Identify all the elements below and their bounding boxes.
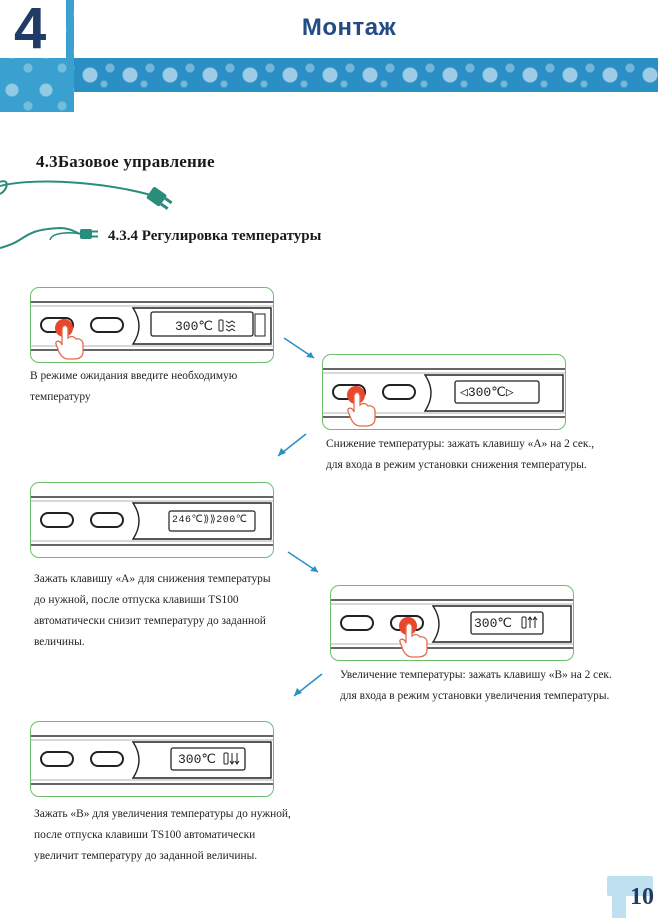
step-2-note: Снижение температуры: зажать клавишу «А»… — [326, 438, 595, 471]
arrow-down-left-icon — [277, 433, 307, 457]
finger-press-icon — [55, 319, 84, 360]
lcd-temperature: 246℃⟫⟫200℃ — [172, 515, 248, 526]
step-5-note: Зажать «В» для увеличения температуры до… — [34, 808, 291, 862]
finger-press-icon — [347, 386, 376, 427]
heat-waves-icon — [218, 319, 236, 332]
lcd-temperature: 300℃ — [178, 752, 217, 767]
arrow-down-right-icon — [287, 551, 319, 573]
heat-down-icon — [223, 752, 240, 765]
lcd-temperature: 300℃ — [175, 319, 214, 334]
arrow-down-left-icon — [293, 673, 323, 697]
arrow-down-right-icon — [283, 337, 315, 359]
header-pattern-band — [0, 58, 658, 92]
step-3-note: Зажать клавишу «А» для снижения температ… — [34, 573, 271, 648]
subsection-title: 4.3.4 Регулировка температуры — [108, 228, 322, 244]
page-number: 10 — [630, 884, 654, 910]
device-illustration-increase-mode — [330, 585, 574, 661]
chapter-title: Монтаж — [301, 14, 397, 41]
section-title: 4.3Базовое управление — [36, 152, 215, 171]
cable-plug-icon — [0, 180, 173, 249]
lcd-temperature: 300℃ — [474, 616, 513, 631]
heat-up-icon — [521, 616, 538, 629]
page-number-decoration — [612, 890, 626, 918]
chapter-number-box — [0, 0, 66, 58]
device-illustration-decreasing — [30, 482, 274, 558]
step-4-note: Увеличение температуры: зажать клавишу «… — [340, 669, 612, 702]
device-illustration-increasing — [30, 721, 274, 797]
chapter-number: 4 — [14, 0, 47, 61]
finger-press-icon — [399, 617, 428, 658]
lcd-temperature: ◁300℃▷ — [460, 385, 514, 400]
step-1-note: В режиме ожидания введите необходимую те… — [30, 370, 238, 403]
